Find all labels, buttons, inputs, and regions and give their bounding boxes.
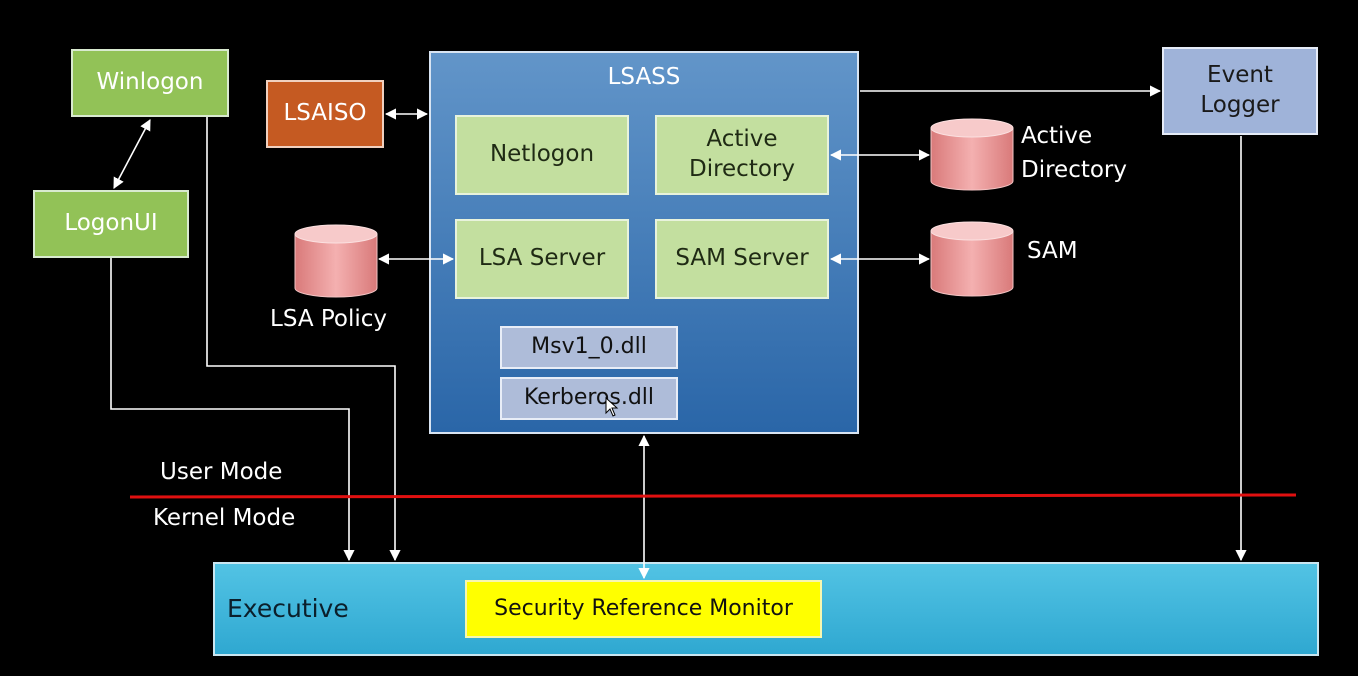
logonui-label: LogonUI bbox=[64, 210, 158, 237]
logonui-box[interactable]: LogonUI bbox=[33, 190, 189, 258]
kernel-mode-label: Kernel Mode bbox=[153, 505, 296, 531]
winlogon-logonui-arrow bbox=[113, 119, 151, 189]
lsass-title: LSASS bbox=[607, 64, 681, 90]
event-logger-box[interactable]: Event Logger bbox=[1162, 47, 1318, 135]
winlogon-label: Winlogon bbox=[96, 69, 204, 96]
lsa-server-box[interactable]: LSA Server bbox=[455, 219, 629, 299]
kerberos-dll-label: Kerberos.dll bbox=[523, 385, 655, 411]
mouse-cursor-icon bbox=[605, 397, 619, 417]
active-directory-service-label: Active Directory bbox=[688, 126, 795, 182]
security-reference-monitor-label: Security Reference Monitor bbox=[494, 595, 793, 621]
lsaiso-box[interactable]: LSAISO bbox=[266, 80, 384, 148]
winlogon-executive-connector bbox=[206, 117, 401, 562]
executive-label: Executive bbox=[227, 593, 349, 623]
lsaiso-label: LSAISO bbox=[283, 100, 367, 127]
netlogon-box[interactable]: Netlogon bbox=[455, 115, 629, 195]
event-logger-label: Event Logger bbox=[1200, 62, 1280, 118]
security-reference-monitor-box[interactable]: Security Reference Monitor bbox=[465, 580, 822, 638]
msv1-dll-box[interactable]: Msv1_0.dll bbox=[500, 326, 678, 369]
active-directory-service-box[interactable]: Active Directory bbox=[655, 115, 829, 195]
winlogon-box[interactable]: Winlogon bbox=[71, 49, 229, 117]
mode-boundary-line bbox=[129, 493, 1297, 499]
kerberos-dll-box[interactable]: Kerberos.dll bbox=[500, 377, 678, 420]
logonui-executive-connector bbox=[110, 258, 355, 562]
sam-cylinder bbox=[930, 221, 1014, 297]
sam-label: SAM bbox=[1027, 238, 1078, 264]
lsa-policy-cylinder bbox=[294, 224, 378, 298]
user-mode-label: User Mode bbox=[160, 459, 283, 485]
sam-server-box[interactable]: SAM Server bbox=[655, 219, 829, 299]
active-directory-cylinder bbox=[930, 118, 1014, 191]
lsa-server-label: LSA Server bbox=[478, 245, 606, 272]
lsa-policy-label: LSA Policy bbox=[270, 306, 388, 332]
netlogon-label: Netlogon bbox=[489, 141, 595, 168]
msv1-dll-label: Msv1_0.dll bbox=[531, 334, 647, 360]
sam-server-label: SAM Server bbox=[675, 245, 809, 272]
active-directory-db-label: Active Directory bbox=[1021, 123, 1128, 183]
